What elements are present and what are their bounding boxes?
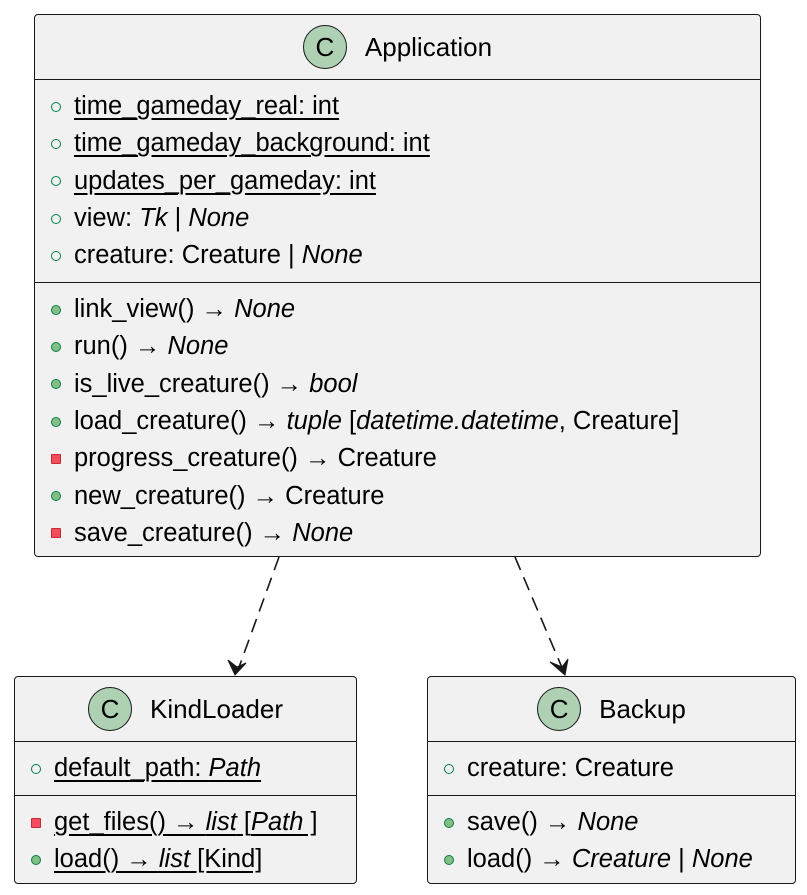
field-row: view: Tk | None bbox=[51, 200, 760, 237]
method-row: run() → None bbox=[51, 328, 760, 365]
public-field-icon bbox=[51, 138, 61, 149]
method-row: save() → None bbox=[444, 804, 795, 841]
method-text: load() → list [Kind] bbox=[54, 845, 263, 874]
class-header: C KindLoader bbox=[15, 677, 356, 742]
class-name: KindLoader bbox=[150, 693, 283, 724]
method-row: is_live_creature() → bool bbox=[51, 366, 760, 403]
method-text: run() → None bbox=[74, 332, 229, 361]
public-method-icon bbox=[51, 304, 61, 315]
public-field-icon bbox=[444, 763, 454, 774]
field-row: time_gameday_real: int bbox=[51, 88, 760, 125]
fields-section: default_path: Path bbox=[15, 742, 356, 795]
public-method-icon bbox=[51, 491, 61, 502]
fields-section: time_gameday_real: int time_gameday_back… bbox=[35, 80, 760, 282]
field-text: view: Tk | None bbox=[74, 204, 250, 233]
method-text: load_creature() → tuple [datetime.dateti… bbox=[74, 407, 680, 436]
class-badge-icon: C bbox=[302, 25, 347, 69]
method-text: new_creature() → Creature bbox=[74, 481, 385, 510]
field-row: creature: Creature | None bbox=[51, 237, 760, 274]
private-method-icon bbox=[31, 817, 41, 828]
field-text: updates_per_gameday: int bbox=[74, 166, 376, 195]
field-text: time_gameday_background: int bbox=[74, 129, 430, 158]
method-text: is_live_creature() → bool bbox=[74, 369, 358, 398]
method-row: load() → Creature | None bbox=[444, 841, 795, 878]
methods-section: get_files() → list [Path ] load() → list… bbox=[15, 795, 356, 885]
public-method-icon bbox=[31, 854, 41, 865]
field-row: time_gameday_background: int bbox=[51, 125, 760, 162]
public-field-icon bbox=[51, 213, 61, 224]
method-text: save_creature() → None bbox=[74, 518, 354, 547]
class-backup[interactable]: C Backup creature: Creature save() → Non… bbox=[427, 676, 796, 884]
method-text: get_files() → list [Path ] bbox=[54, 808, 318, 837]
method-row: link_view() → None bbox=[51, 291, 760, 328]
public-method-icon bbox=[51, 416, 61, 427]
class-kindloader[interactable]: C KindLoader default_path: Path get_file… bbox=[14, 676, 357, 884]
public-field-icon bbox=[51, 101, 61, 112]
methods-section: save() → None load() → Creature | None bbox=[428, 795, 795, 885]
field-row: default_path: Path bbox=[31, 750, 356, 787]
public-field-icon bbox=[51, 250, 61, 261]
field-row: updates_per_gameday: int bbox=[51, 163, 760, 200]
field-row: creature: Creature bbox=[444, 750, 795, 787]
method-text: save() → None bbox=[467, 808, 639, 837]
public-field-icon bbox=[31, 763, 41, 774]
public-method-icon bbox=[444, 854, 454, 865]
methods-section: link_view() → None run() → None is_live_… bbox=[35, 282, 760, 558]
private-method-icon bbox=[51, 528, 61, 539]
field-text: time_gameday_real: int bbox=[74, 92, 340, 121]
field-text: creature: Creature | None bbox=[74, 241, 363, 270]
class-name: Backup bbox=[599, 693, 686, 724]
method-text: load() → Creature | None bbox=[467, 845, 753, 874]
method-row: get_files() → list [Path ] bbox=[31, 804, 356, 841]
dependency-application-backup bbox=[514, 556, 569, 676]
method-row: progress_creature() → Creature bbox=[51, 440, 760, 477]
dependency-application-kindloader bbox=[227, 556, 280, 676]
method-row: new_creature() → Creature bbox=[51, 477, 760, 514]
class-name: Application bbox=[364, 31, 493, 62]
method-text: link_view() → None bbox=[74, 295, 296, 324]
public-method-icon bbox=[51, 379, 61, 390]
public-field-icon bbox=[51, 176, 61, 187]
method-text: progress_creature() → Creature bbox=[74, 444, 437, 473]
private-method-icon bbox=[51, 453, 61, 464]
class-badge-icon: C bbox=[88, 687, 132, 731]
field-text: default_path: Path bbox=[54, 754, 262, 783]
public-method-icon bbox=[444, 817, 454, 828]
fields-section: creature: Creature bbox=[428, 742, 795, 795]
field-text: creature: Creature bbox=[467, 754, 674, 783]
method-row: load_creature() → tuple [datetime.dateti… bbox=[51, 403, 760, 440]
class-header: C Application bbox=[35, 15, 760, 80]
public-method-icon bbox=[51, 341, 61, 352]
method-row: load() → list [Kind] bbox=[31, 841, 356, 878]
method-row: save_creature() → None bbox=[51, 515, 760, 552]
class-header: C Backup bbox=[428, 677, 795, 742]
class-application[interactable]: C Application time_gameday_real: int tim… bbox=[34, 14, 761, 557]
class-badge-icon: C bbox=[537, 687, 582, 731]
